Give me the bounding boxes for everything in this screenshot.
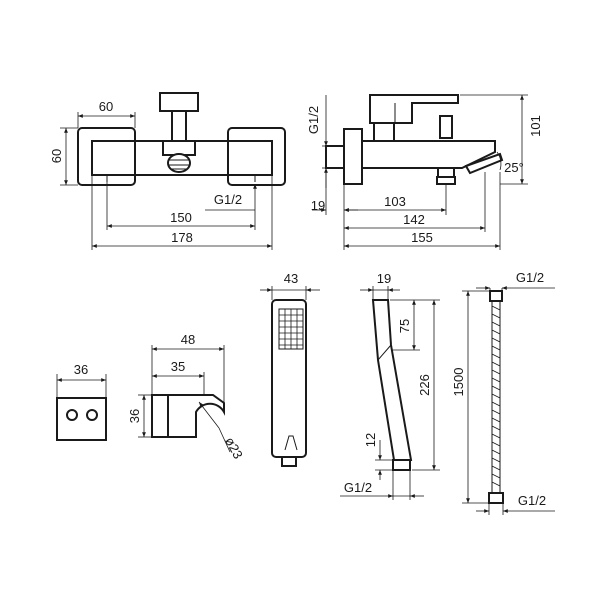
- dim-hose-thread-top: G1/2: [516, 270, 544, 285]
- dim-holder-width: 48: [181, 332, 195, 347]
- dim-side-155: 155: [411, 230, 433, 245]
- dim-side-offset: 19: [311, 198, 325, 213]
- holder-dimensions: 48 35 36 ø23: [127, 332, 246, 461]
- dim-hose-length: 1500: [451, 368, 466, 397]
- dim-side-width: 19: [377, 271, 391, 286]
- dim-shower-neck: 12: [363, 433, 378, 447]
- dim-holder-height: 36: [127, 409, 142, 423]
- wall-plate-dimensions: 36: [56, 362, 107, 398]
- hand-shower-side-dimensions: 19 75 226 12 G1/2: [340, 271, 440, 500]
- mixer-side-view: [325, 94, 504, 185]
- dim-shower-head: 75: [397, 319, 412, 333]
- dim-spout-angle: 25°: [504, 160, 524, 175]
- mixer-front-view: [77, 92, 286, 186]
- dim-total-width: 178: [171, 230, 193, 245]
- dim-side-height: 101: [528, 115, 543, 137]
- dim-shower-thread: G1/2: [344, 480, 372, 495]
- dim-shower-length: 226: [417, 374, 432, 396]
- dim-plate-width: 36: [74, 362, 88, 377]
- shower-hose-dimensions: G1/2 1500 G1/2: [451, 270, 555, 515]
- wall-plate-view: [56, 397, 107, 441]
- dim-shower-width: 43: [284, 271, 298, 286]
- dim-side-thread: G1/2: [306, 106, 321, 134]
- mixer-side-dimensions: G1/2 101 25° 19 103 142 155: [306, 94, 543, 250]
- mixer-front-dimensions: 60 60 G1/2 150 178: [49, 99, 273, 250]
- dim-side-142: 142: [403, 212, 425, 227]
- dim-holder-depth: 35: [171, 359, 185, 374]
- shower-nozzle-grid: [279, 309, 303, 349]
- hand-shower-front-view: [271, 299, 307, 467]
- dim-front-height: 60: [49, 149, 64, 163]
- shower-hose-view: [488, 290, 504, 504]
- dim-centers: 150: [170, 210, 192, 225]
- dim-front-width: 60: [99, 99, 113, 114]
- dim-side-103: 103: [384, 194, 406, 209]
- dim-front-thread: G1/2: [214, 192, 242, 207]
- hand-shower-front-dimensions: 43: [260, 271, 320, 300]
- dim-hose-thread-bottom: G1/2: [518, 493, 546, 508]
- dim-holder-bore: ø23: [222, 434, 246, 461]
- holder-view: [151, 394, 225, 438]
